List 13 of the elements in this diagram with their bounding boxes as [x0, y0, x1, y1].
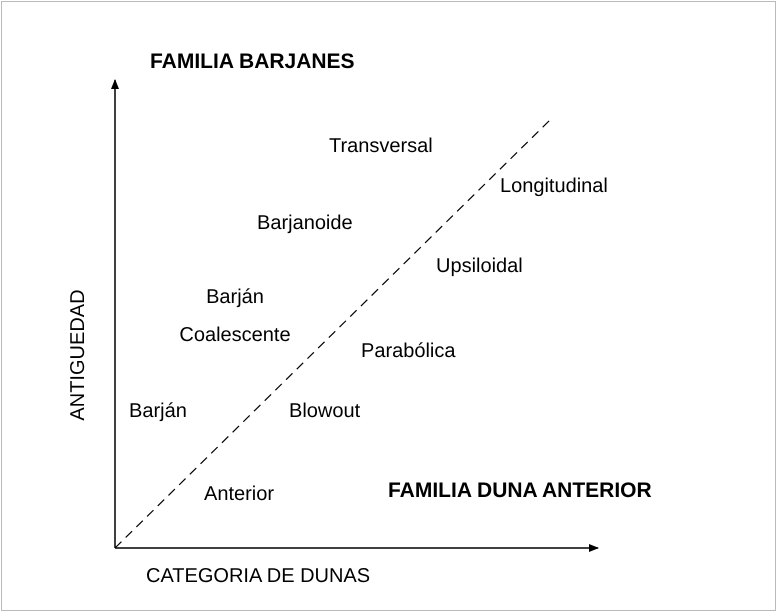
- dune-type-label: Barján: [129, 399, 187, 424]
- dune-type-label: Upsiloidal: [436, 254, 523, 279]
- dune-type-label: Parabólica: [361, 339, 456, 364]
- dune-type-label: Blowout: [289, 399, 360, 424]
- dune-type-label: Transversal: [329, 134, 433, 159]
- dune-type-label: Barjanoide: [257, 211, 353, 236]
- dune-type-label: Anterior: [204, 482, 274, 507]
- family-heading: FAMILIA DUNA ANTERIOR: [388, 478, 652, 504]
- axis-title: CATEGORIA DE DUNAS: [146, 564, 370, 589]
- dune-type-label: Barján Coalescente: [178, 285, 292, 348]
- dune-type-label: Longitudinal: [500, 174, 608, 199]
- axis-title: ANTIGUEDAD: [66, 289, 90, 421]
- family-heading: FAMILIA BARJANES: [150, 49, 355, 75]
